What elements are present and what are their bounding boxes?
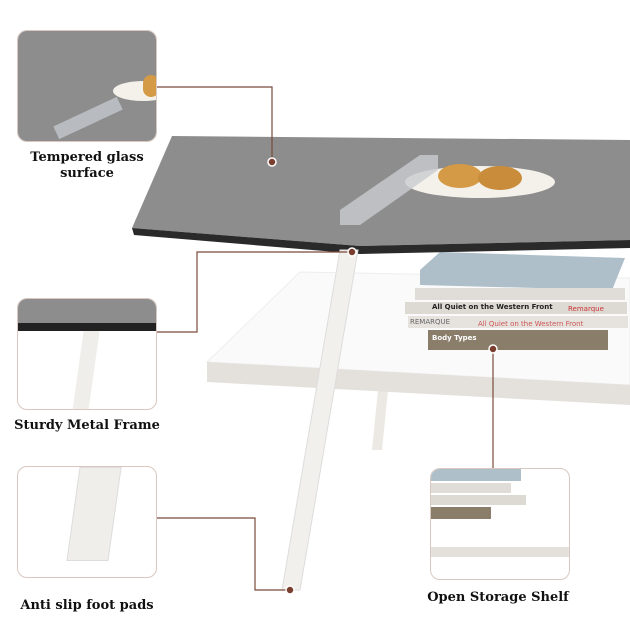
table-back-leg: [372, 390, 388, 450]
book-author: Remarque: [568, 305, 604, 313]
book-author: REMARQUE: [410, 318, 451, 326]
book-title: All Quiet on the Western Front: [432, 303, 553, 311]
callout-dot: [267, 157, 277, 167]
callout-dot: [488, 344, 498, 354]
croissant: [438, 164, 482, 188]
croissant: [478, 166, 522, 190]
book-title: All Quiet on the Western Front: [478, 320, 584, 328]
callout-dot: [347, 247, 357, 257]
feature-label-frame: Sturdy Metal Frame: [14, 418, 160, 433]
glass-edge: [132, 228, 630, 254]
callout-dot: [285, 585, 295, 595]
shelf-front-edge: [207, 362, 630, 405]
frame-detail-inset: [17, 298, 157, 410]
shelf-detail-inset: [430, 468, 570, 580]
book-stack: [405, 252, 628, 350]
foot-pad-detail-inset: [17, 466, 157, 578]
feature-label-foot-pads: Anti slip foot pads: [20, 598, 154, 613]
glass-detail-inset: [17, 30, 157, 142]
book-title: Body Types: [432, 334, 477, 342]
frame-bracket: [340, 155, 438, 225]
feature-label-shelf: Open Storage Shelf: [427, 590, 569, 605]
connector-lines: [157, 86, 494, 591]
